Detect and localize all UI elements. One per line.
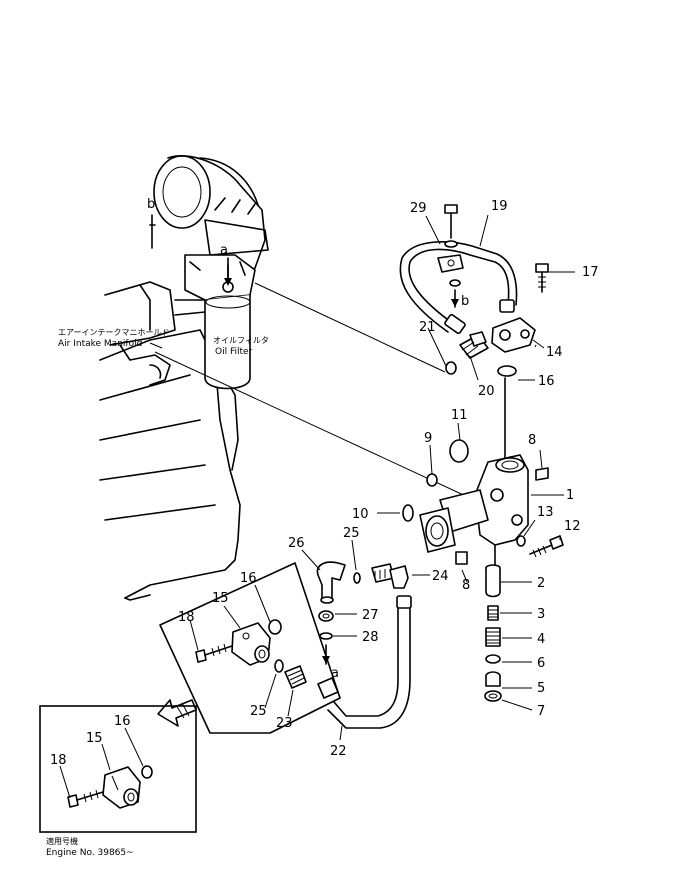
connector-24 — [371, 563, 409, 589]
bolt-18 — [195, 643, 233, 663]
callout-17: 17 — [582, 265, 599, 280]
oring-16-mid — [268, 619, 282, 635]
connector-20 — [459, 331, 489, 359]
air-intake-manifold — [104, 281, 206, 386]
detail-frame — [159, 562, 341, 734]
spring-4 — [485, 627, 501, 647]
oring-10 — [402, 504, 414, 522]
plug-5 — [485, 671, 501, 687]
bracket-15-inset — [102, 766, 141, 809]
oring-21 — [445, 361, 457, 375]
callout-11: 11 — [451, 408, 468, 423]
oring-25-lower — [274, 659, 284, 673]
body-1 — [419, 454, 529, 566]
clamp-29 — [437, 204, 464, 287]
bracket-15 — [231, 622, 271, 666]
callout-1: 1 — [566, 488, 574, 503]
view-mark-b-left: b — [147, 197, 156, 249]
washer-27 — [318, 610, 334, 622]
hose-22 — [317, 595, 412, 729]
callout-10: 10 — [352, 507, 369, 522]
elbow-26 — [316, 561, 346, 604]
callout-23: 23 — [276, 716, 293, 731]
gasket-7 — [484, 690, 502, 702]
spring-3 — [487, 605, 499, 621]
engine-number-label-en: Engine No. 39865~ — [46, 848, 134, 858]
callout-4: 4 — [537, 632, 545, 647]
leader-filter-to-21 — [254, 282, 446, 373]
oring-16-inset — [141, 765, 153, 779]
oil-filter — [184, 254, 256, 390]
callout-13: 13 — [537, 505, 554, 520]
callout-leaders — [59, 214, 575, 799]
callout-26: 26 — [288, 536, 305, 551]
callout-18-inset: 18 — [50, 753, 67, 768]
callout-20: 20 — [478, 384, 495, 399]
callout-15-main: 15 — [212, 591, 229, 606]
oring-9 — [426, 473, 438, 487]
callout-8-lower: 8 — [462, 578, 470, 593]
callout-16-inset: 16 — [114, 714, 131, 729]
oring-13 — [516, 535, 526, 547]
callout-24: 24 — [432, 569, 449, 584]
callout-21: 21 — [419, 320, 436, 335]
callout-numbers: 1 2 3 4 5 6 7 8 8 9 10 11 12 13 14 15 15… — [50, 199, 599, 768]
bolt-18-inset — [67, 789, 104, 808]
view-letter-a: a — [220, 243, 228, 258]
callout-5: 5 — [537, 681, 545, 696]
washer-6 — [485, 654, 501, 664]
view-mark-a-upper: a — [220, 243, 232, 286]
valve-2 — [485, 564, 501, 598]
intake-elbow — [153, 155, 269, 281]
oring-28 — [319, 632, 333, 640]
connector-23 — [284, 665, 307, 689]
callout-9: 9 — [424, 431, 432, 446]
callout-19: 19 — [491, 199, 508, 214]
inset-arrow — [157, 699, 197, 727]
oring-25-upper — [353, 572, 361, 584]
callout-28: 28 — [362, 630, 379, 645]
callout-27: 27 — [362, 608, 379, 623]
air-intake-manifold-label-en: Air Intake Manifold — [58, 339, 142, 349]
air-intake-manifold-label-jp: エアーインテークマニホールド — [58, 328, 170, 337]
callout-8-upper: 8 — [528, 433, 536, 448]
callout-16-main: 16 — [240, 571, 257, 586]
callout-25-upper: 25 — [343, 526, 360, 541]
view-letter-a-2: a — [331, 666, 339, 681]
view-letter-b-2: b — [461, 294, 469, 309]
callout-12: 12 — [564, 519, 581, 534]
leader-manifold-to-1 — [154, 351, 471, 499]
plug-8-lower — [455, 551, 468, 565]
inset-box — [39, 705, 197, 833]
bolt-12 — [529, 535, 564, 558]
engine-number-label-jp: 適用号機 — [46, 836, 78, 846]
callout-29: 29 — [410, 201, 427, 216]
view-letter-b: b — [147, 197, 155, 212]
flange-14 — [491, 317, 536, 353]
view-mark-b-right: b — [451, 289, 469, 309]
callout-22: 22 — [330, 744, 347, 759]
oil-filter-label-jp: オイルフィルタ — [213, 336, 269, 345]
callout-16-upper: 16 — [538, 374, 555, 389]
callout-7: 7 — [537, 704, 545, 719]
callout-25-lower: 25 — [250, 704, 267, 719]
bolt-17 — [535, 263, 549, 293]
callout-14: 14 — [546, 345, 563, 360]
oil-filter-label-en: Oil Filter — [215, 347, 253, 357]
callout-18-main: 18 — [178, 610, 195, 625]
callout-6: 6 — [537, 656, 545, 671]
callout-3: 3 — [537, 607, 545, 622]
callout-2: 2 — [537, 576, 545, 591]
tube-19 — [399, 241, 518, 335]
oring-11 — [449, 439, 469, 463]
bolt-8-upper — [535, 467, 549, 481]
callout-15-inset: 15 — [86, 731, 103, 746]
oring-16-upper — [497, 365, 517, 377]
